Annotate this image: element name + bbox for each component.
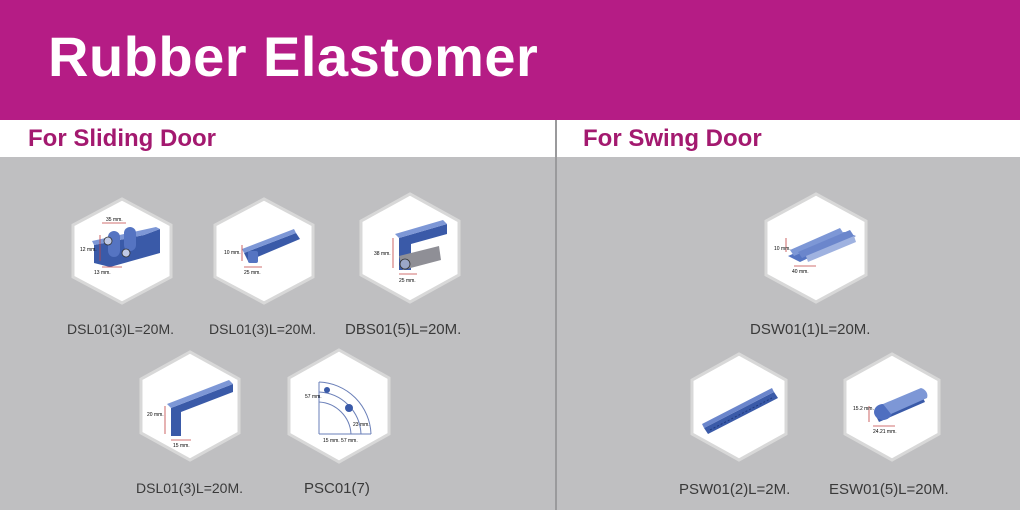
product-code: PSW01(2)L=2M. bbox=[679, 481, 791, 498]
product-code: DSW01(1)L=20M. bbox=[750, 321, 871, 338]
product-image: 10 mm. 25 mm. bbox=[213, 197, 315, 305]
product-psw01 bbox=[686, 350, 792, 464]
section-header-bar bbox=[0, 120, 1020, 157]
swing-door-heading: For Swing Door bbox=[583, 125, 762, 152]
product-image: 38 mm. 25 mm. bbox=[359, 192, 461, 304]
product-dsl01-b: 10 mm. 25 mm. bbox=[208, 195, 320, 307]
page-title: Rubber Elastomer bbox=[48, 25, 539, 88]
svg-text:13 mm.: 13 mm. bbox=[94, 270, 111, 276]
product-dsl01-c: 20 mm. 15 mm. bbox=[135, 348, 245, 464]
product-image bbox=[690, 352, 788, 462]
section-divider bbox=[555, 120, 557, 510]
svg-text:38 mm.: 38 mm. bbox=[374, 251, 391, 257]
product-code: DSL01(3)L=20M. bbox=[67, 321, 175, 337]
svg-text:10 mm.: 10 mm. bbox=[224, 250, 241, 256]
svg-text:57 mm.: 57 mm. bbox=[305, 394, 322, 400]
svg-text:25 mm.: 25 mm. bbox=[399, 278, 416, 284]
svg-text:15 mm. 57 mm.: 15 mm. 57 mm. bbox=[323, 438, 358, 444]
svg-text:15.2 mm.: 15.2 mm. bbox=[853, 406, 874, 412]
product-dsw01: 10 mm. 40 mm. bbox=[760, 190, 872, 306]
svg-text:40 mm.: 40 mm. bbox=[792, 269, 809, 275]
svg-text:23 mm.: 23 mm. bbox=[353, 422, 370, 428]
product-code: DSL01(3)L=20M. bbox=[209, 321, 317, 337]
svg-text:12 mm.: 12 mm. bbox=[80, 247, 97, 253]
product-code: PSC01(7) bbox=[304, 480, 370, 497]
product-image: 57 mm. 23 mm. 15 mm. 57 mm. bbox=[287, 348, 391, 464]
product-code: DSL01(3)L=20M. bbox=[136, 480, 244, 496]
svg-text:35 mm.: 35 mm. bbox=[106, 217, 123, 223]
product-image: 20 mm. 15 mm. bbox=[139, 350, 241, 462]
header-banner bbox=[0, 0, 1020, 120]
svg-text:24.21 mm.: 24.21 mm. bbox=[873, 429, 897, 435]
sliding-door-heading: For Sliding Door bbox=[28, 125, 216, 152]
product-image: 15.2 mm. 24.21 mm. bbox=[843, 352, 941, 462]
product-psc01: 57 mm. 23 mm. 15 mm. 57 mm. bbox=[283, 346, 395, 466]
svg-text:25 mm.: 25 mm. bbox=[244, 270, 261, 276]
product-dsl01-a: 35 mm. 12 mm. 13 mm. bbox=[66, 195, 178, 307]
product-image: 35 mm. 12 mm. 13 mm. bbox=[71, 197, 173, 305]
svg-text:10 mm.: 10 mm. bbox=[774, 246, 791, 252]
product-esw01: 15.2 mm. 24.21 mm. bbox=[839, 350, 945, 464]
svg-text:15 mm.: 15 mm. bbox=[173, 443, 190, 449]
svg-text:20 mm.: 20 mm. bbox=[147, 412, 164, 418]
product-code: DBS01(5)L=20M. bbox=[345, 321, 462, 338]
product-code: ESW01(5)L=20M. bbox=[829, 481, 949, 498]
product-image: 10 mm. 40 mm. bbox=[764, 192, 868, 304]
product-dbs01: 38 mm. 25 mm. bbox=[355, 190, 465, 306]
